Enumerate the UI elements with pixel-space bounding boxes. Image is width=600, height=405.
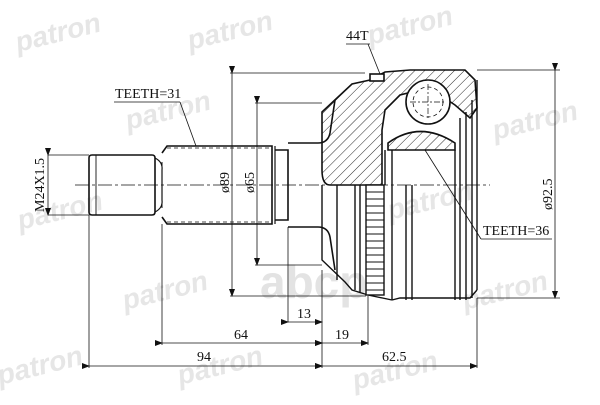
dimension-94-label: 94 [197, 350, 211, 365]
watermark-logo: patron [183, 5, 276, 56]
joint-bell-section [321, 69, 478, 186]
watermark-logo: patron [11, 7, 104, 58]
teeth-31-label: TEETH=31 [115, 87, 181, 102]
dimension-13-label: 13 [297, 307, 311, 322]
diameter-65-label: ø65 [243, 172, 258, 193]
splined-shaft [161, 99, 336, 271]
dimension-lines [45, 43, 560, 369]
watermark-logo: patron [383, 175, 476, 226]
threaded-end [88, 154, 163, 216]
watermark-logo: patron [488, 95, 581, 146]
joint-body [321, 80, 478, 301]
watermark-logo: patron [363, 0, 456, 51]
watermark-logo: patron [0, 340, 86, 391]
watermark-logo: patron [13, 185, 106, 236]
watermark-logo: patron [173, 340, 266, 391]
watermark-secondary: abcp [260, 256, 367, 308]
labels: TEETH=31 44T TEETH=36 M24X1.5 ø89 ø65 ø9… [33, 29, 556, 365]
diameter-92-5-label: ø92.5 [541, 179, 556, 211]
dimension-62-5-label: 62.5 [382, 350, 407, 365]
diameter-89-label: ø89 [218, 172, 233, 193]
watermark-logo: patron [118, 265, 211, 316]
dimension-19-label: 19 [335, 328, 349, 343]
abs-teeth-label: 44T [346, 29, 369, 44]
dimension-64-label: 64 [234, 328, 248, 343]
abs-ring [365, 184, 385, 296]
thread-label: M24X1.5 [33, 158, 48, 212]
watermarks: patron patron patron patron patron patro… [0, 0, 581, 396]
teeth-36-label: TEETH=36 [483, 224, 549, 239]
